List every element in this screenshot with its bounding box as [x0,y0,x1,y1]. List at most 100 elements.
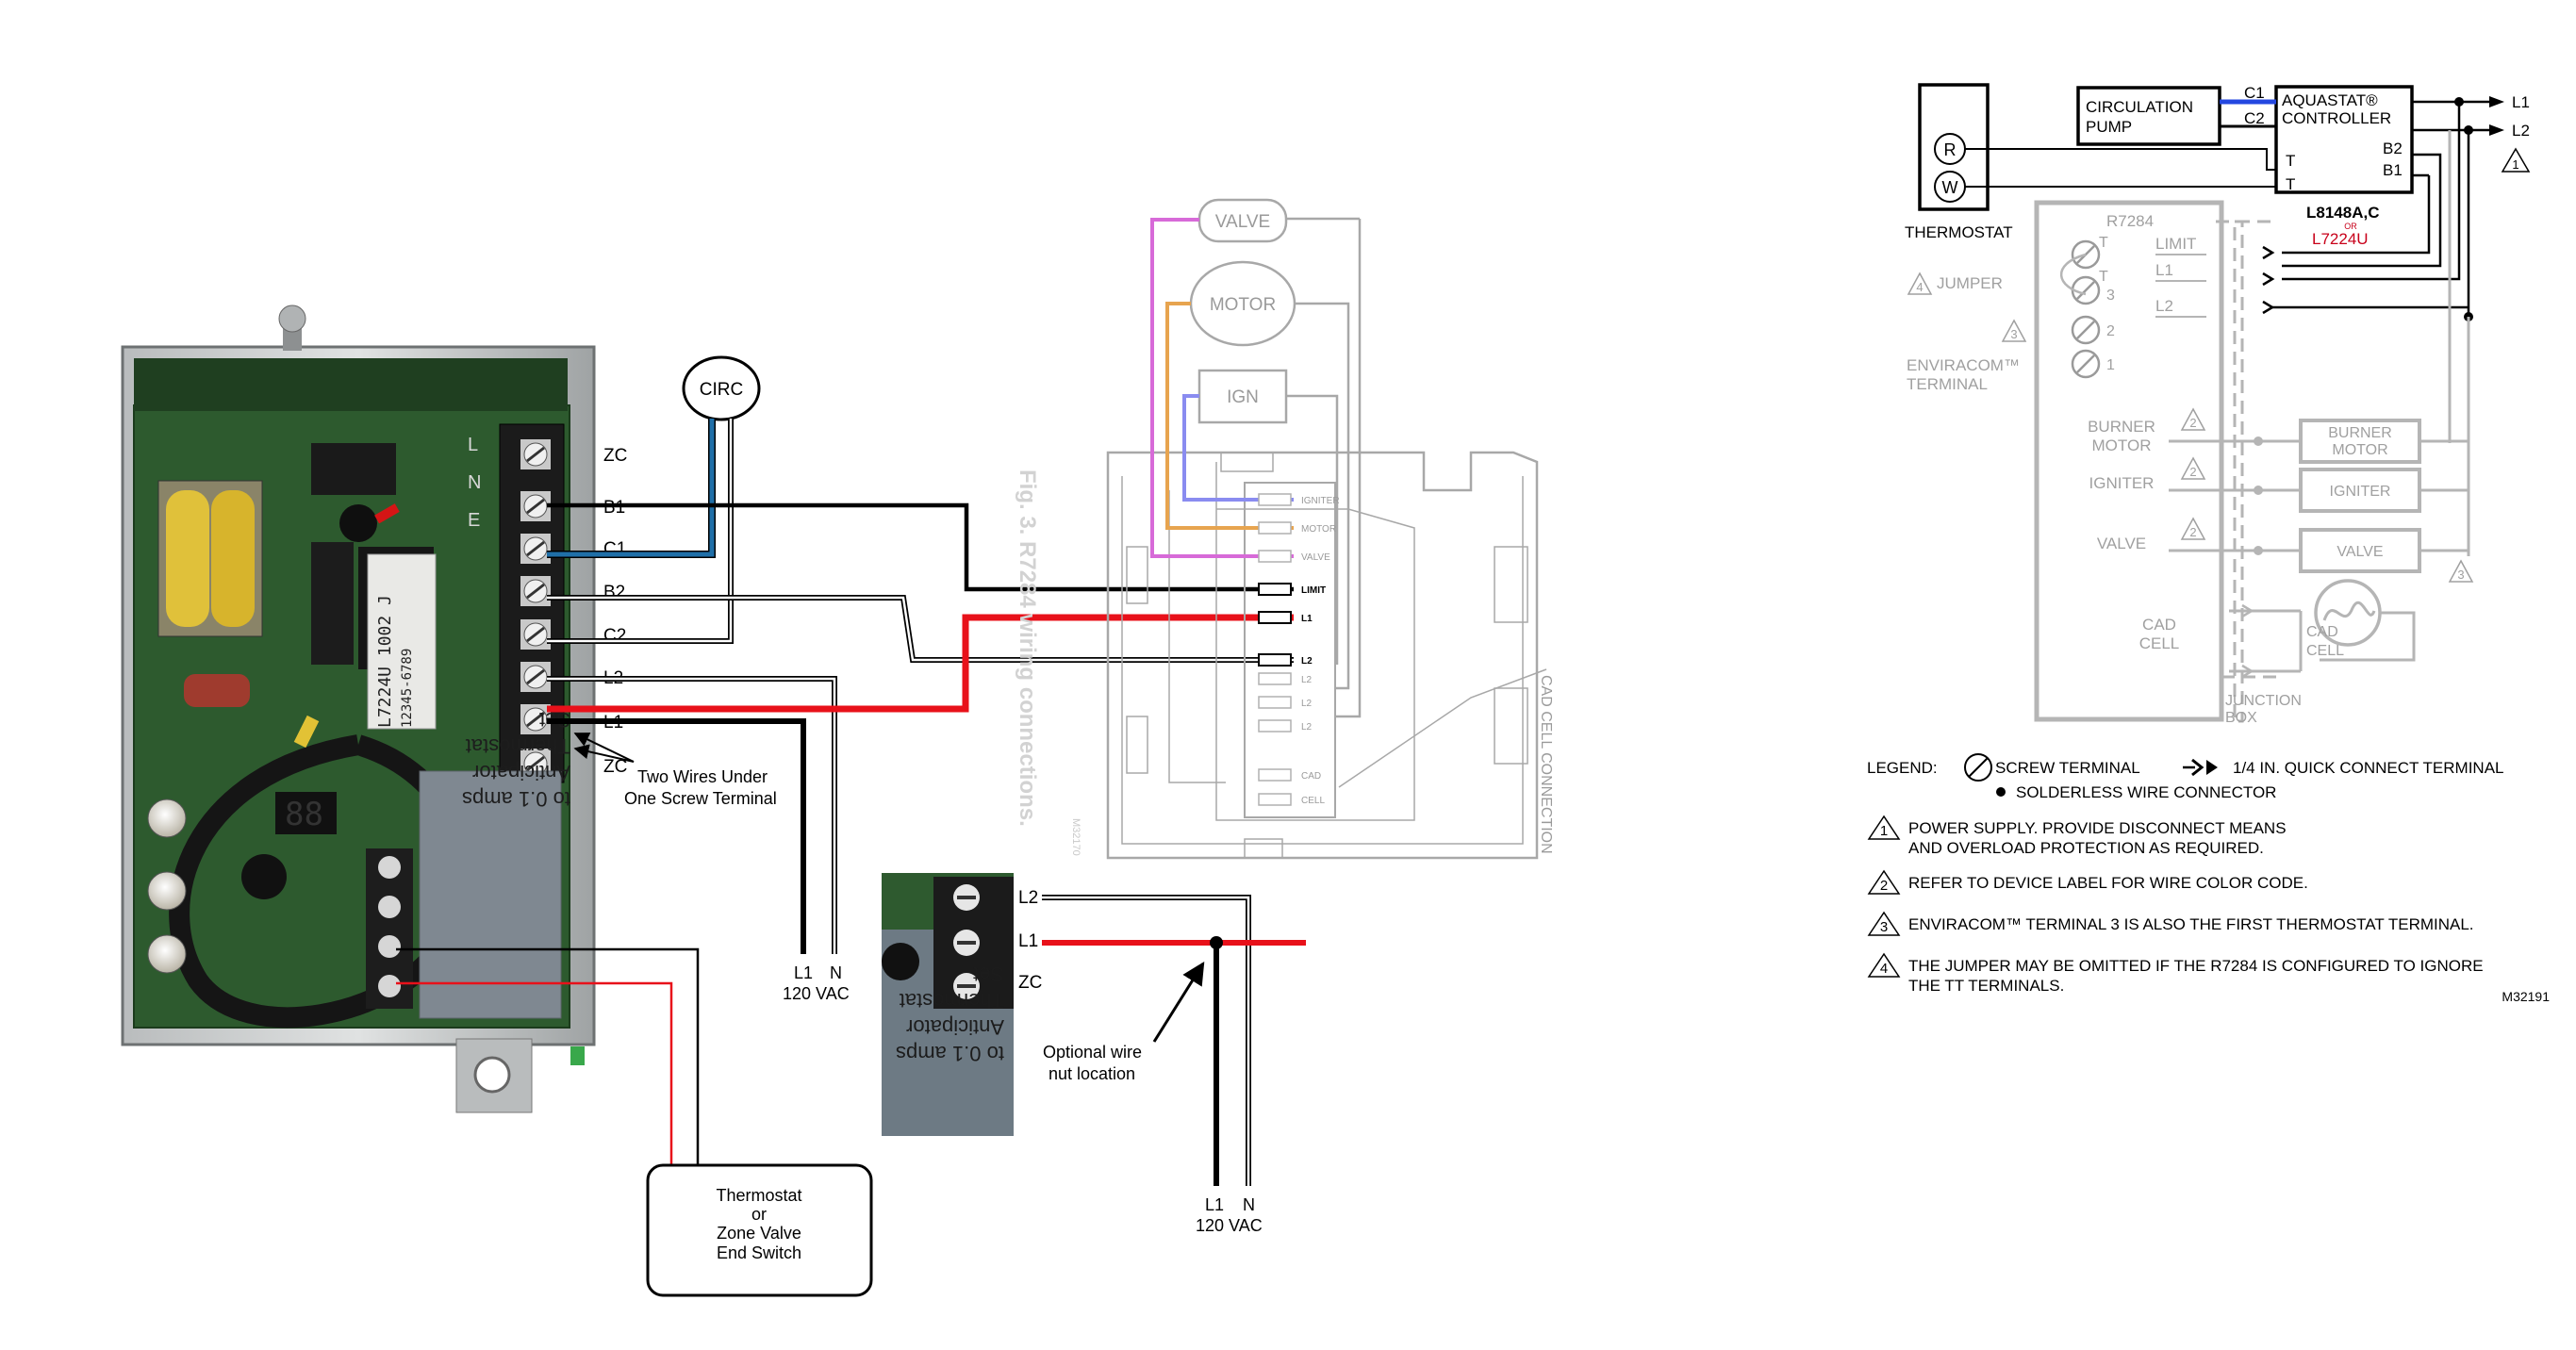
device-left-1-0: IGNITER [2089,474,2155,492]
device-left-0-0: BURNER [2088,418,2155,436]
terminal-label-zc-bottom: ZC [603,757,627,777]
inset-supply-l1: L1 [1205,1195,1224,1214]
aquastat-t1: T [2286,152,2295,170]
r7284-title: R7284 [2106,212,2154,230]
svg-text:4: 4 [1916,280,1923,294]
schematic: R W THERMOSTAT CIRCULATION PUMP AQUASTAT… [1905,83,2531,726]
pcb-label [367,553,437,730]
note-2-line-0: ENVIRACOM™ TERMINAL 3 IS ALSO THE FIRST … [1908,915,2474,933]
aquastat-line-2: CONTROLLER [2282,109,2391,127]
inset-sticker-line-4: to 0.1 amps [896,1042,1004,1065]
thermostat-box-line-3: Zone Valve [717,1224,801,1243]
board-letter-l: L [468,435,478,455]
device-right-0-0: BURNER [2328,425,2392,441]
ign-device [1197,369,1288,424]
middle-terminal-igniter: IGNITER [1301,496,1340,506]
two-wires-note-line-1: Two Wires Under [637,767,768,786]
r7284-limit-label: LIMIT [2155,235,2196,253]
supply-n-label: N [830,963,842,982]
quick-connect-icon [2183,758,2218,777]
svg-text:W: W [1942,178,1958,197]
middle-terminal-l2a: L2 [1301,656,1313,667]
inset-supply-voltage: 120 VAC [1196,1216,1263,1235]
model-code-middle: M32170 [1070,818,1082,856]
inset-terminal-labels: L2 L1 ZC [1018,888,1042,993]
junction-box-line-1: JUNCTION [2225,693,2302,709]
aquastat-c1: C1 [2244,84,2265,102]
r7284-diagram [1106,198,1547,860]
r7284-box [2034,200,2224,722]
r7284-term-label-4: 1 [2106,357,2115,373]
supply-voltage-label: 120 VAC [783,984,850,1003]
supply-label-left: L1 N 120 VAC [783,963,850,1003]
controller-terminal-labels: ZC B1 C1 B2 C2 L2 L1 ZC [603,446,627,777]
thermostat-box-line-4: End Switch [717,1243,801,1262]
note-0-line-1: AND OVERLOAD PROTECTION AS REQUIRED. [1908,839,2264,857]
cad-left-2: CELL [2139,634,2180,652]
cad-cell-connection-label: CAD CELL CONNECTION [1538,675,1554,854]
thermostat-box: Thermostat or Zone Valve End Switch [646,1163,873,1297]
cad-right-2: CELL [2306,643,2344,659]
middle-terminal-cad: CAD [1301,771,1321,782]
inset-label-l1: L1 [1018,931,1038,951]
middle-terminal-cell: CELL [1301,796,1325,806]
middle-terminal-valve: VALVE [1301,552,1330,563]
inset-label-l2: L2 [1018,888,1038,908]
cad-left-1: CAD [2142,616,2176,634]
two-wires-note-line-2: One Screw Terminal [624,789,777,808]
svg-text:to 0.1 amps: to 0.1 amps [462,787,570,811]
circ-pump-line-1: CIRCULATION [2086,98,2193,116]
note-1-line-0: REFER TO DEVICE LABEL FOR WIRE COLOR COD… [1908,874,2308,892]
legend-screw-label: SCREW TERMINAL [1995,759,2140,777]
legend: LEGEND: SCREW TERMINAL 1/4 IN. QUICK CON… [1867,753,2503,801]
pcb-label-line-2: 12345-6789 [400,649,415,728]
inset-supply-n: N [1243,1195,1255,1214]
model-alt-label: L7224U [2312,230,2369,248]
svg-text:CAD CELL CONNECTION: CAD CELL CONNECTION [1538,675,1554,854]
r7284-l2-label: L2 [2155,297,2173,315]
svg-text:2: 2 [2189,416,2196,430]
note-number-3: 4 [1880,961,1888,977]
thermostat-box-line-1: Thermostat [716,1186,801,1205]
device-right-2-0: VALVE [2337,544,2383,560]
board-button-3[interactable] [147,934,187,974]
device-right-1-0: IGNITER [2330,484,2391,500]
middle-terminal-l2d: L2 [1301,722,1313,733]
figure-caption: Fig. 3. R7284 wiring connections. [1015,469,1040,827]
board-button-1[interactable] [147,798,187,838]
aquastat-b1: B1 [2383,161,2403,179]
board-button-2[interactable] [147,871,187,911]
aquastat-c2: C2 [2244,109,2265,127]
inset-sticker-line-3: Anticipator [906,1015,1004,1039]
motor-label: MOTOR [1210,295,1276,315]
device-right-0-1: MOTOR [2332,442,2387,458]
svg-text:3: 3 [2010,327,2017,341]
note-0-line-0: POWER SUPPLY. PROVIDE DISCONNECT MEANS [1908,819,2287,837]
circ-label: CIRC [700,380,743,400]
note-number-0: 1 [1880,823,1888,839]
inset-sticker-line-1: Set [973,963,1004,986]
legend-quick-label: 1/4 IN. QUICK CONNECT TERMINAL [2233,759,2503,777]
circ-pump-line-2: PUMP [2086,118,2132,136]
terminal-label-b1: B1 [603,498,625,518]
middle-terminal-l2c: L2 [1301,699,1313,709]
svg-text:Thermostat: Thermostat [466,734,570,758]
middle-device-labels: VALVE MOTOR IGN [1210,212,1276,407]
schematic-devices: BURNERMOTOR2BURNERMOTORIGNITER2IGNITERVA… [2088,407,2452,679]
wiring-left [396,419,1294,1165]
board-letter-e: E [468,510,480,531]
r7284-term-label-0: T [2099,235,2108,251]
svg-text:2: 2 [2189,525,2196,539]
svg-text:2: 2 [2189,465,2196,479]
two-wires-arrows: Two Wires Under One Screw Terminal [573,733,777,808]
line-l1-label: L1 [2512,93,2530,111]
inset-sticker-line-2: Thermostat [900,989,1004,1012]
svg-text:Anticipator: Anticipator [472,761,570,784]
terminal-label-zc-top: ZC [603,446,627,466]
inset-photo: to 0.1 amps Anticipator Thermostat Set [882,873,1014,1136]
model-label: L8148A,C [2306,204,2379,222]
circulator-pump: CIRC [682,355,761,421]
device-left-0-1: MOTOR [2092,436,2152,454]
